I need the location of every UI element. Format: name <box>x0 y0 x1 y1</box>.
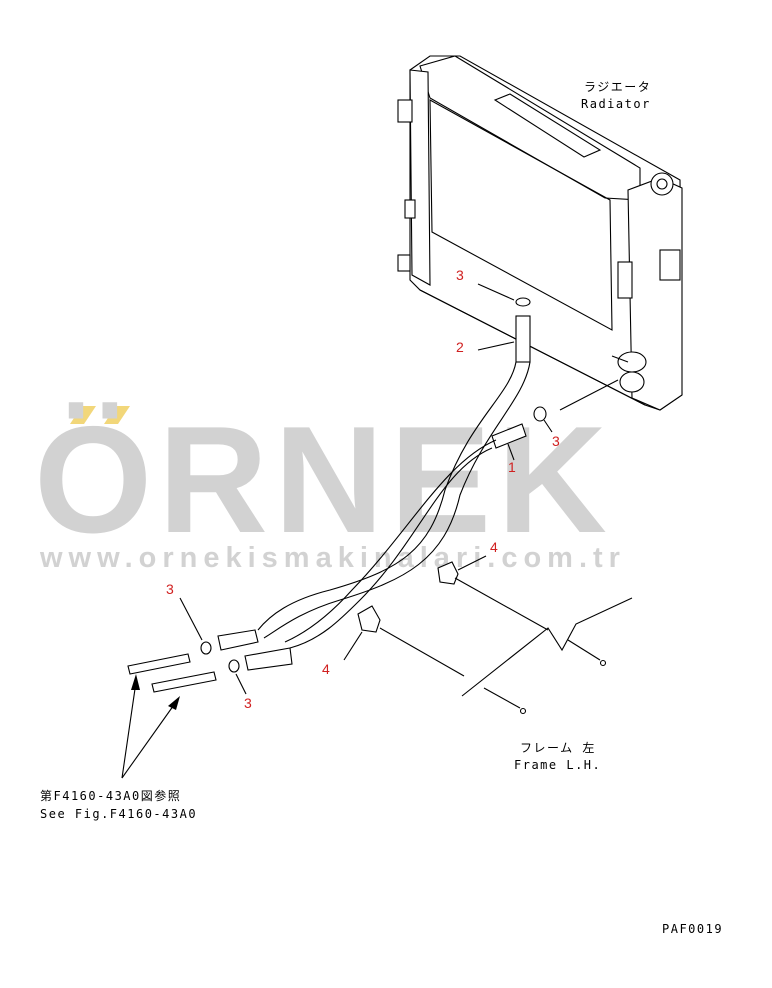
radiator-bracket-left <box>404 199 416 219</box>
radiator-filler-plate <box>493 93 602 158</box>
frame-end-mark-lower <box>519 707 527 715</box>
clip-lower <box>357 605 381 633</box>
frame-label-jp: フレーム 左 <box>520 740 596 755</box>
radiator-cap-inner <box>656 178 668 190</box>
frame-break-symbol <box>461 597 633 697</box>
callout-3-left-top: 3 <box>166 581 174 597</box>
radiator-outlet-neck <box>611 355 629 363</box>
watermark-url: www.ornekismakinalari.com.tr <box>39 542 626 574</box>
leader-4-upper <box>457 555 487 571</box>
watermark-accent-right <box>104 406 130 424</box>
watermark-accent-left <box>70 406 96 424</box>
radiator <box>397 55 683 411</box>
lower-connections <box>127 629 293 693</box>
leader-3-right <box>543 419 553 433</box>
radiator-lower-mount-left <box>397 254 411 272</box>
callout-3-left-bottom: 3 <box>244 695 252 711</box>
leader-2 <box>477 341 515 351</box>
callout-2: 2 <box>456 339 464 355</box>
hose-1-line-b <box>284 439 497 643</box>
frame-line-lower-a <box>379 627 465 677</box>
radiator-core <box>429 99 613 331</box>
hose-2-assembly <box>257 297 531 639</box>
leader-3-left-top <box>179 597 203 641</box>
callout-3-right: 3 <box>552 433 560 449</box>
arrow-head-2 <box>168 696 180 710</box>
frame-line-upper-b <box>567 639 601 661</box>
clamp-right <box>533 406 547 422</box>
hose-1-lower-end <box>244 647 293 671</box>
frame-label-en: Frame L.H. <box>514 758 601 772</box>
see-fig-label-jp: 第F4160-43A0図参照 <box>40 788 181 803</box>
drawing-code: PAF0019 <box>662 922 723 936</box>
radiator-drain-outlet <box>619 371 645 393</box>
radiator-upper-pipe-left <box>397 99 413 123</box>
frame-line-lower-b <box>483 687 521 709</box>
radiator-label-jp: ラジエータ <box>584 80 651 94</box>
hose-2-line-b <box>263 361 531 639</box>
hose-1-end <box>491 423 527 449</box>
pipe-lower <box>151 671 217 693</box>
clamp-upper <box>515 297 531 307</box>
pipe-upper <box>127 653 191 675</box>
callout-4-lower: 4 <box>322 661 330 677</box>
arrow-head-1 <box>131 674 140 690</box>
see-fig-label-en: See Fig.F4160-43A0 <box>40 807 197 821</box>
text-labels: ラジエータ Radiator フレーム 左 Frame L.H. 第F4160-… <box>40 80 723 936</box>
hose-2-lower-end <box>217 629 259 651</box>
radiator-label-en: Radiator <box>581 97 651 111</box>
callout-1: 1 <box>508 459 516 475</box>
radiator-upper-outlet <box>617 261 633 299</box>
leader-3-top <box>477 283 515 301</box>
callout-3-top: 3 <box>456 267 464 283</box>
radiator-left-rail <box>409 69 431 286</box>
arrow-line-1 <box>121 681 137 779</box>
hose-1-leader <box>559 379 619 411</box>
reference-arrows <box>121 674 180 779</box>
frame-end-mark-upper <box>599 659 607 667</box>
frame-line-upper-a <box>454 577 549 631</box>
arrow-line-2 <box>121 701 177 779</box>
clamp-lower-b <box>228 659 240 673</box>
callout-leaders <box>179 283 553 695</box>
leader-1 <box>507 443 515 461</box>
hose-2-line-a <box>257 361 517 631</box>
hose-2-end <box>515 315 531 363</box>
hose-1-assembly <box>284 379 619 649</box>
clamp-lower-a <box>200 641 212 655</box>
radiator-lower-outlet <box>617 351 647 373</box>
radiator-side-bracket <box>659 249 681 281</box>
hose-1-line-a <box>289 447 493 649</box>
callout-4-upper: 4 <box>490 539 498 555</box>
leader-3-left-bottom <box>235 673 247 695</box>
watermark-brand: ÖRNEK <box>34 395 613 565</box>
frame-lh <box>357 561 633 715</box>
callouts: 3 2 1 3 3 3 4 4 <box>166 267 560 711</box>
leader-4-lower <box>343 631 363 661</box>
radiator-cap <box>650 172 674 196</box>
watermark: ÖRNEK www.ornekismakinalari.com.tr <box>34 395 626 574</box>
